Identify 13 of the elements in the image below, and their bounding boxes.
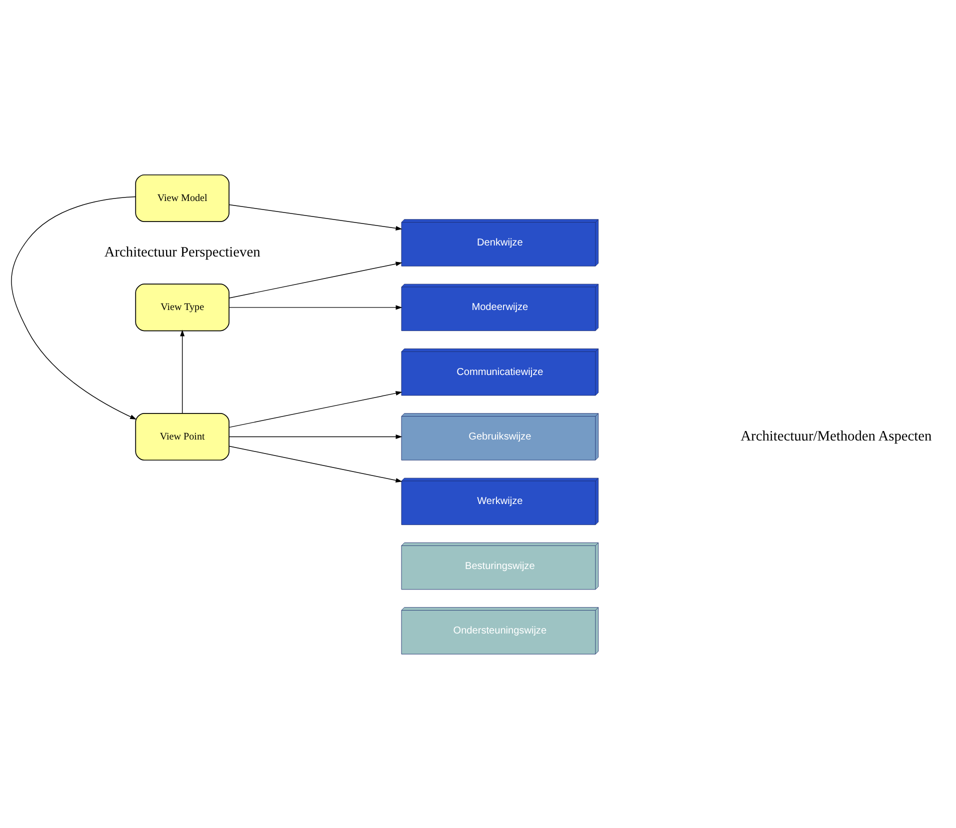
arrow: [229, 390, 402, 428]
label: Architectuur/Methoden Aspecten: [740, 428, 932, 444]
node-box: View Model: [135, 174, 230, 222]
arrow: [180, 329, 185, 414]
arrow: [11, 196, 137, 420]
node-box: View Point: [135, 412, 230, 460]
arrow: [229, 445, 402, 482]
arrow: [229, 434, 402, 439]
arrow: [229, 261, 402, 298]
arrow: [229, 304, 402, 310]
label: Architectuur Perspectieven: [104, 244, 260, 260]
node-box: View Type: [135, 283, 230, 331]
arrow: [229, 204, 402, 230]
